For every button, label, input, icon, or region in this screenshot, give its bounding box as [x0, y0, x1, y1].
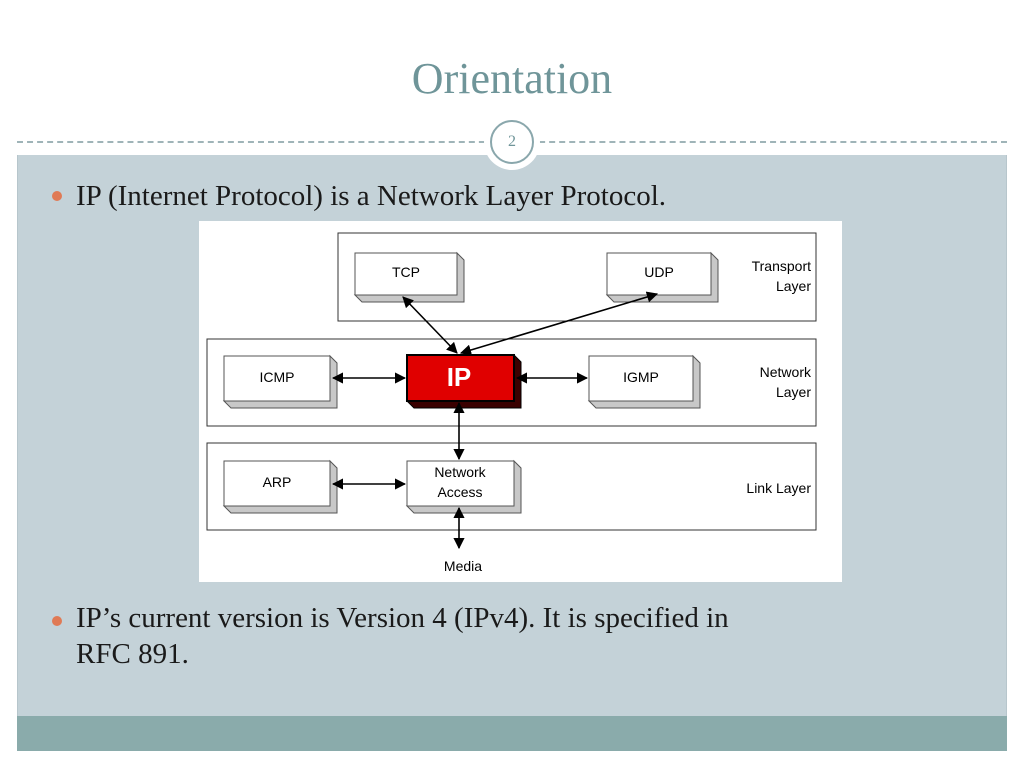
tcp-label: TCP	[392, 264, 420, 280]
igmp-label: IGMP	[623, 369, 659, 385]
slide-title: Orientation	[411, 54, 613, 103]
bullet-text-2-continued: RFC 891.	[76, 638, 189, 670]
ip-box: IP	[405, 353, 522, 409]
icmp-label: ICMP	[260, 369, 295, 385]
ip-label: IP	[447, 362, 472, 392]
bullet-dot-1	[52, 191, 62, 201]
udp-box: UDP	[605, 251, 719, 303]
bullet-text-1: IP (Internet Protocol) is a Network Laye…	[76, 180, 667, 212]
icmp-box: ICMP	[222, 354, 338, 409]
network-access-label-line2: Access	[437, 484, 482, 500]
footer-bar	[17, 716, 1007, 751]
network-layer-label-line1: Network	[760, 364, 812, 380]
slide-number: 2	[490, 120, 534, 164]
bullet-text-2: IP’s current version is Version 4 (IPv4)…	[76, 602, 729, 634]
arp-label: ARP	[263, 474, 292, 490]
network-access-label-line1: Network	[434, 464, 486, 480]
protocol-diagram-svg: TCP UDP ICMP IP IGMP	[206, 232, 817, 574]
bullet-dot-2	[52, 616, 62, 626]
arp-box: ARP	[222, 459, 338, 514]
protocol-diagram: TCP UDP ICMP IP IGMP	[199, 221, 842, 582]
media-label: Media	[444, 558, 482, 574]
network-access-box: Network Access	[405, 459, 522, 514]
arrow-udp-ip	[459, 291, 659, 356]
network-layer-label-line2: Layer	[776, 384, 811, 400]
udp-label: UDP	[644, 264, 674, 280]
link-layer-label: Link Layer	[746, 480, 811, 496]
igmp-box: IGMP	[587, 354, 701, 409]
tcp-box: TCP	[353, 251, 465, 303]
arrow-tcp-ip	[402, 296, 458, 354]
transport-layer-label-line2: Layer	[776, 278, 811, 294]
transport-layer-label-line1: Transport	[752, 258, 812, 274]
